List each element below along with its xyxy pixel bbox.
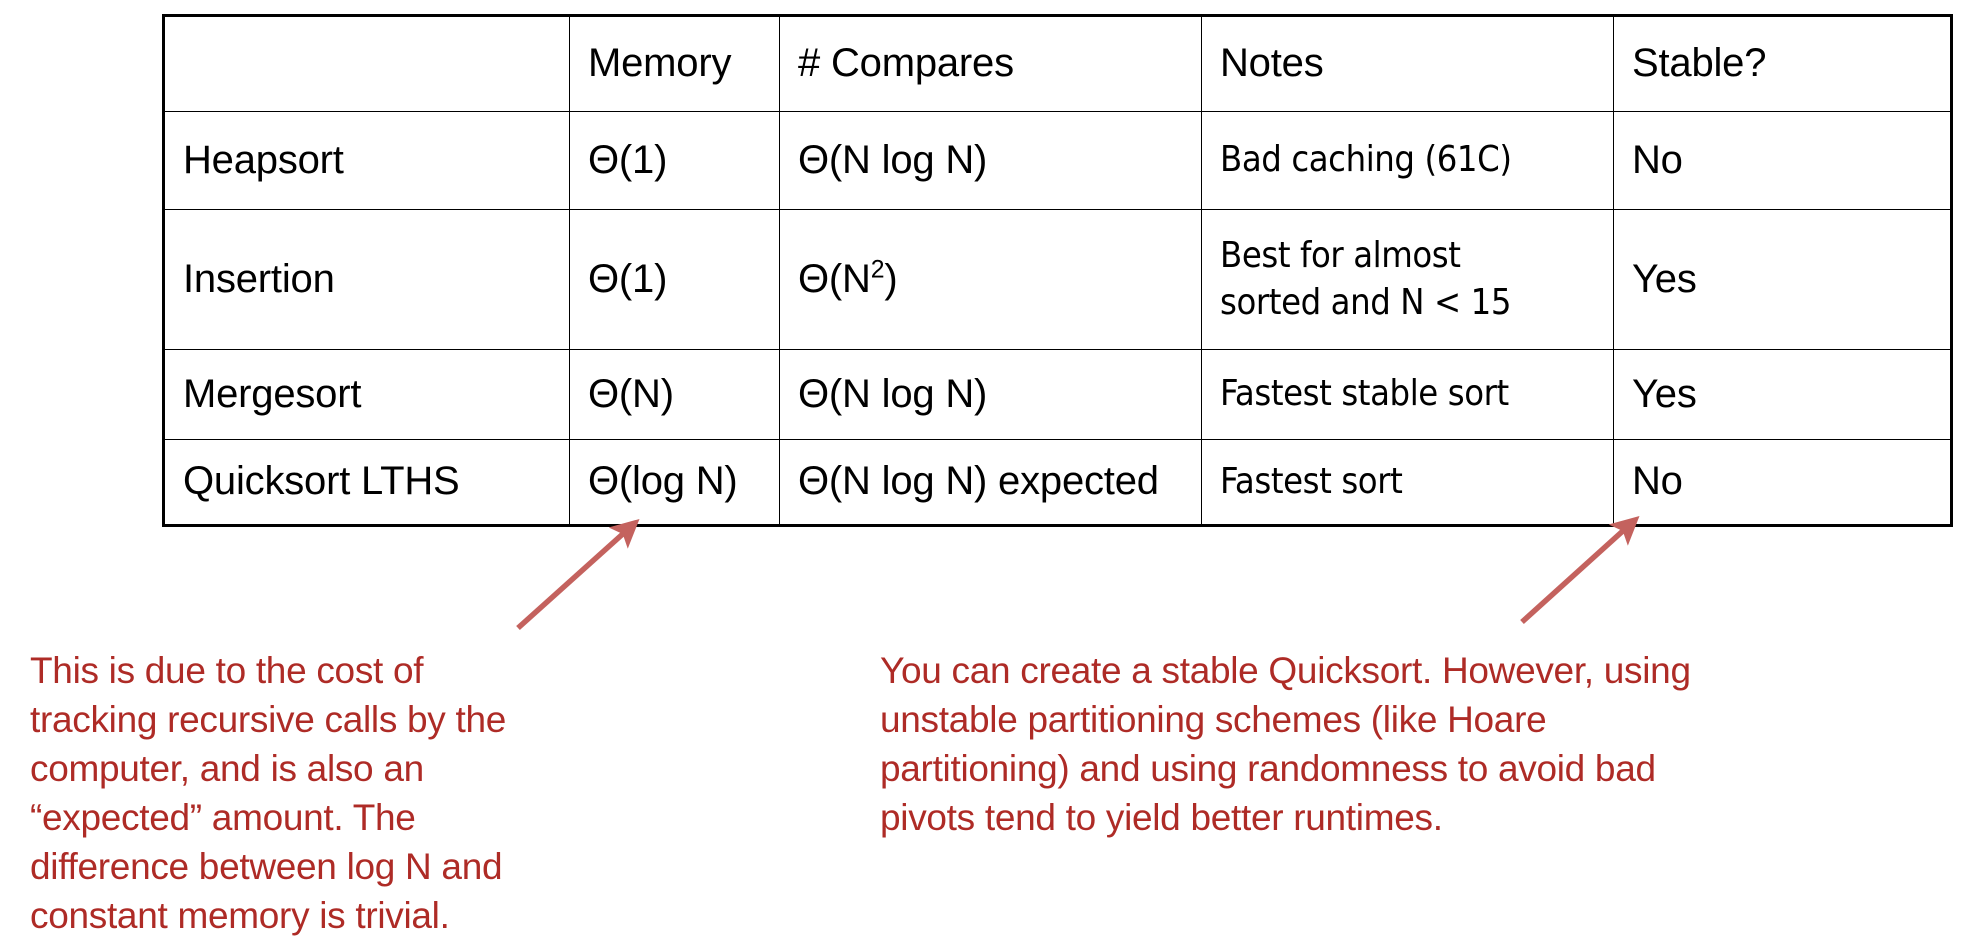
cell-compares-heapsort: Θ(N log N)	[779, 111, 1202, 210]
cell-memory-mergesort: Θ(N)	[569, 349, 780, 440]
arrow-to-memory-cell-icon	[516, 518, 640, 631]
cell-memory-quicksort: Θ(log N)	[569, 439, 780, 526]
table-row-quicksort: Quicksort LTHS Θ(log N) Θ(N log N) expec…	[163, 439, 1952, 526]
notes-line: Best for almost	[1220, 235, 1461, 277]
annotation-line: “expected” amount. The	[30, 797, 416, 838]
cell-compares-quicksort: Θ(N log N) expected	[779, 439, 1202, 526]
annotation-line: difference between log N and	[30, 846, 503, 887]
column-header-stable: Stable?	[1613, 15, 1952, 112]
annotation-line: computer, and is also an	[30, 748, 424, 789]
annotation-line: This is due to the cost of	[30, 650, 424, 691]
cell-compares-mergesort: Θ(N log N)	[779, 349, 1202, 440]
notes-line: Bad caching (61C)	[1220, 139, 1512, 181]
notes-line: Fastest sort	[1220, 460, 1403, 502]
annotation-stable-note: You can create a stable Quicksort. Howev…	[880, 646, 1890, 842]
cell-stable-mergesort: Yes	[1613, 349, 1952, 440]
cell-stable-insertion: Yes	[1613, 209, 1952, 350]
annotation-line: unstable partitioning schemes (like Hoar…	[880, 699, 1547, 740]
cell-notes-mergesort: Fastest stable sort	[1201, 349, 1614, 440]
cell-memory-heapsort: Θ(1)	[569, 111, 780, 210]
sorting-algorithms-table: Memory # Compares Notes Stable? Heapsort…	[162, 14, 1953, 527]
cell-stable-quicksort: No	[1613, 439, 1952, 526]
column-header-algorithm	[163, 15, 570, 112]
cell-algorithm-mergesort: Mergesort	[163, 349, 570, 440]
compares-tail: )	[884, 256, 898, 301]
cell-notes-quicksort: Fastest sort	[1201, 439, 1614, 526]
compares-base: Θ(N	[798, 256, 871, 301]
annotation-line: pivots tend to yield better runtimes.	[880, 797, 1443, 838]
cell-compares-insertion: Θ(N2)	[779, 209, 1202, 350]
cell-notes-insertion: Best for almost sorted and N < 15	[1201, 209, 1614, 350]
annotation-line: tracking recursive calls by the	[30, 699, 507, 740]
column-header-notes: Notes	[1201, 15, 1614, 112]
annotation-memory-note: This is due to the cost of tracking recu…	[30, 646, 650, 940]
cell-stable-heapsort: No	[1613, 111, 1952, 210]
notes-line: sorted and N < 15	[1220, 281, 1512, 323]
cell-notes-heapsort: Bad caching (61C)	[1201, 111, 1614, 210]
arrow-to-stable-cell-icon	[1520, 515, 1640, 625]
annotation-line: partitioning) and using randomness to av…	[880, 748, 1656, 789]
notes-line: Fastest stable sort	[1220, 373, 1509, 415]
table-row-mergesort: Mergesort Θ(N) Θ(N log N) Fastest stable…	[163, 349, 1952, 440]
cell-memory-insertion: Θ(1)	[569, 209, 780, 350]
table-row-insertion: Insertion Θ(1) Θ(N2) Best for almost sor…	[163, 209, 1952, 350]
column-header-memory: Memory	[569, 15, 780, 112]
table-header-row: Memory # Compares Notes Stable?	[163, 15, 1952, 112]
column-header-compares: # Compares	[779, 15, 1202, 112]
annotation-line: constant memory is trivial.	[30, 895, 450, 936]
cell-algorithm-insertion: Insertion	[163, 209, 570, 350]
compares-exponent: 2	[870, 256, 885, 284]
cell-algorithm-quicksort: Quicksort LTHS	[163, 439, 570, 526]
table-row-heapsort: Heapsort Θ(1) Θ(N log N) Bad caching (61…	[163, 111, 1952, 210]
annotation-line: You can create a stable Quicksort. Howev…	[880, 650, 1691, 691]
cell-algorithm-heapsort: Heapsort	[163, 111, 570, 210]
